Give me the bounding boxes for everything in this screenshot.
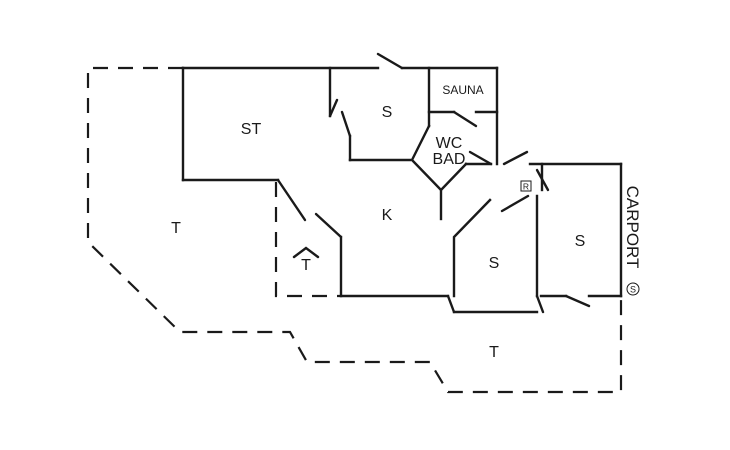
door-bad xyxy=(468,150,493,166)
door-hall xyxy=(502,150,529,166)
terrace-outline-left xyxy=(86,66,623,394)
room-labels: ST S SAUNA WC BAD K T T S S T xyxy=(171,83,585,361)
door-st-s xyxy=(328,98,339,118)
door-st-k xyxy=(276,178,307,222)
door-s-right xyxy=(535,168,550,192)
room-label-st: ST xyxy=(241,121,262,138)
r-symbol: R xyxy=(520,180,532,192)
carport-label: CARPORT xyxy=(623,186,642,269)
door-k xyxy=(314,212,343,239)
room-label-k: K xyxy=(382,207,393,224)
room-label-bad: BAD xyxy=(433,151,466,168)
door-leaves xyxy=(276,52,591,314)
terrace-outline-small xyxy=(274,182,340,298)
door-top xyxy=(376,52,404,70)
door-carport xyxy=(564,294,591,308)
s-symbol-label: S xyxy=(630,285,636,295)
room-label-wc: WC xyxy=(436,135,463,152)
s-symbol: S xyxy=(626,282,640,296)
room-label-t-left: T xyxy=(171,220,181,237)
r-symbol-label: R xyxy=(523,182,529,192)
door-s-inner xyxy=(340,110,352,138)
door-mark-right xyxy=(535,294,545,314)
door-sauna xyxy=(452,110,478,128)
room-label-sauna: SAUNA xyxy=(442,83,483,97)
roof-mark-icon xyxy=(292,246,320,259)
room-label-t-small: T xyxy=(301,257,311,274)
door-s-mid xyxy=(500,194,530,213)
terrace-outlines xyxy=(86,66,623,394)
room-label-t-bottom: T xyxy=(489,344,499,361)
room-label-s-mid: S xyxy=(489,255,500,272)
walls xyxy=(181,66,623,314)
room-label-s-top: S xyxy=(382,104,393,121)
room-label-s-right: S xyxy=(575,233,586,250)
door-mark-left xyxy=(446,294,456,314)
